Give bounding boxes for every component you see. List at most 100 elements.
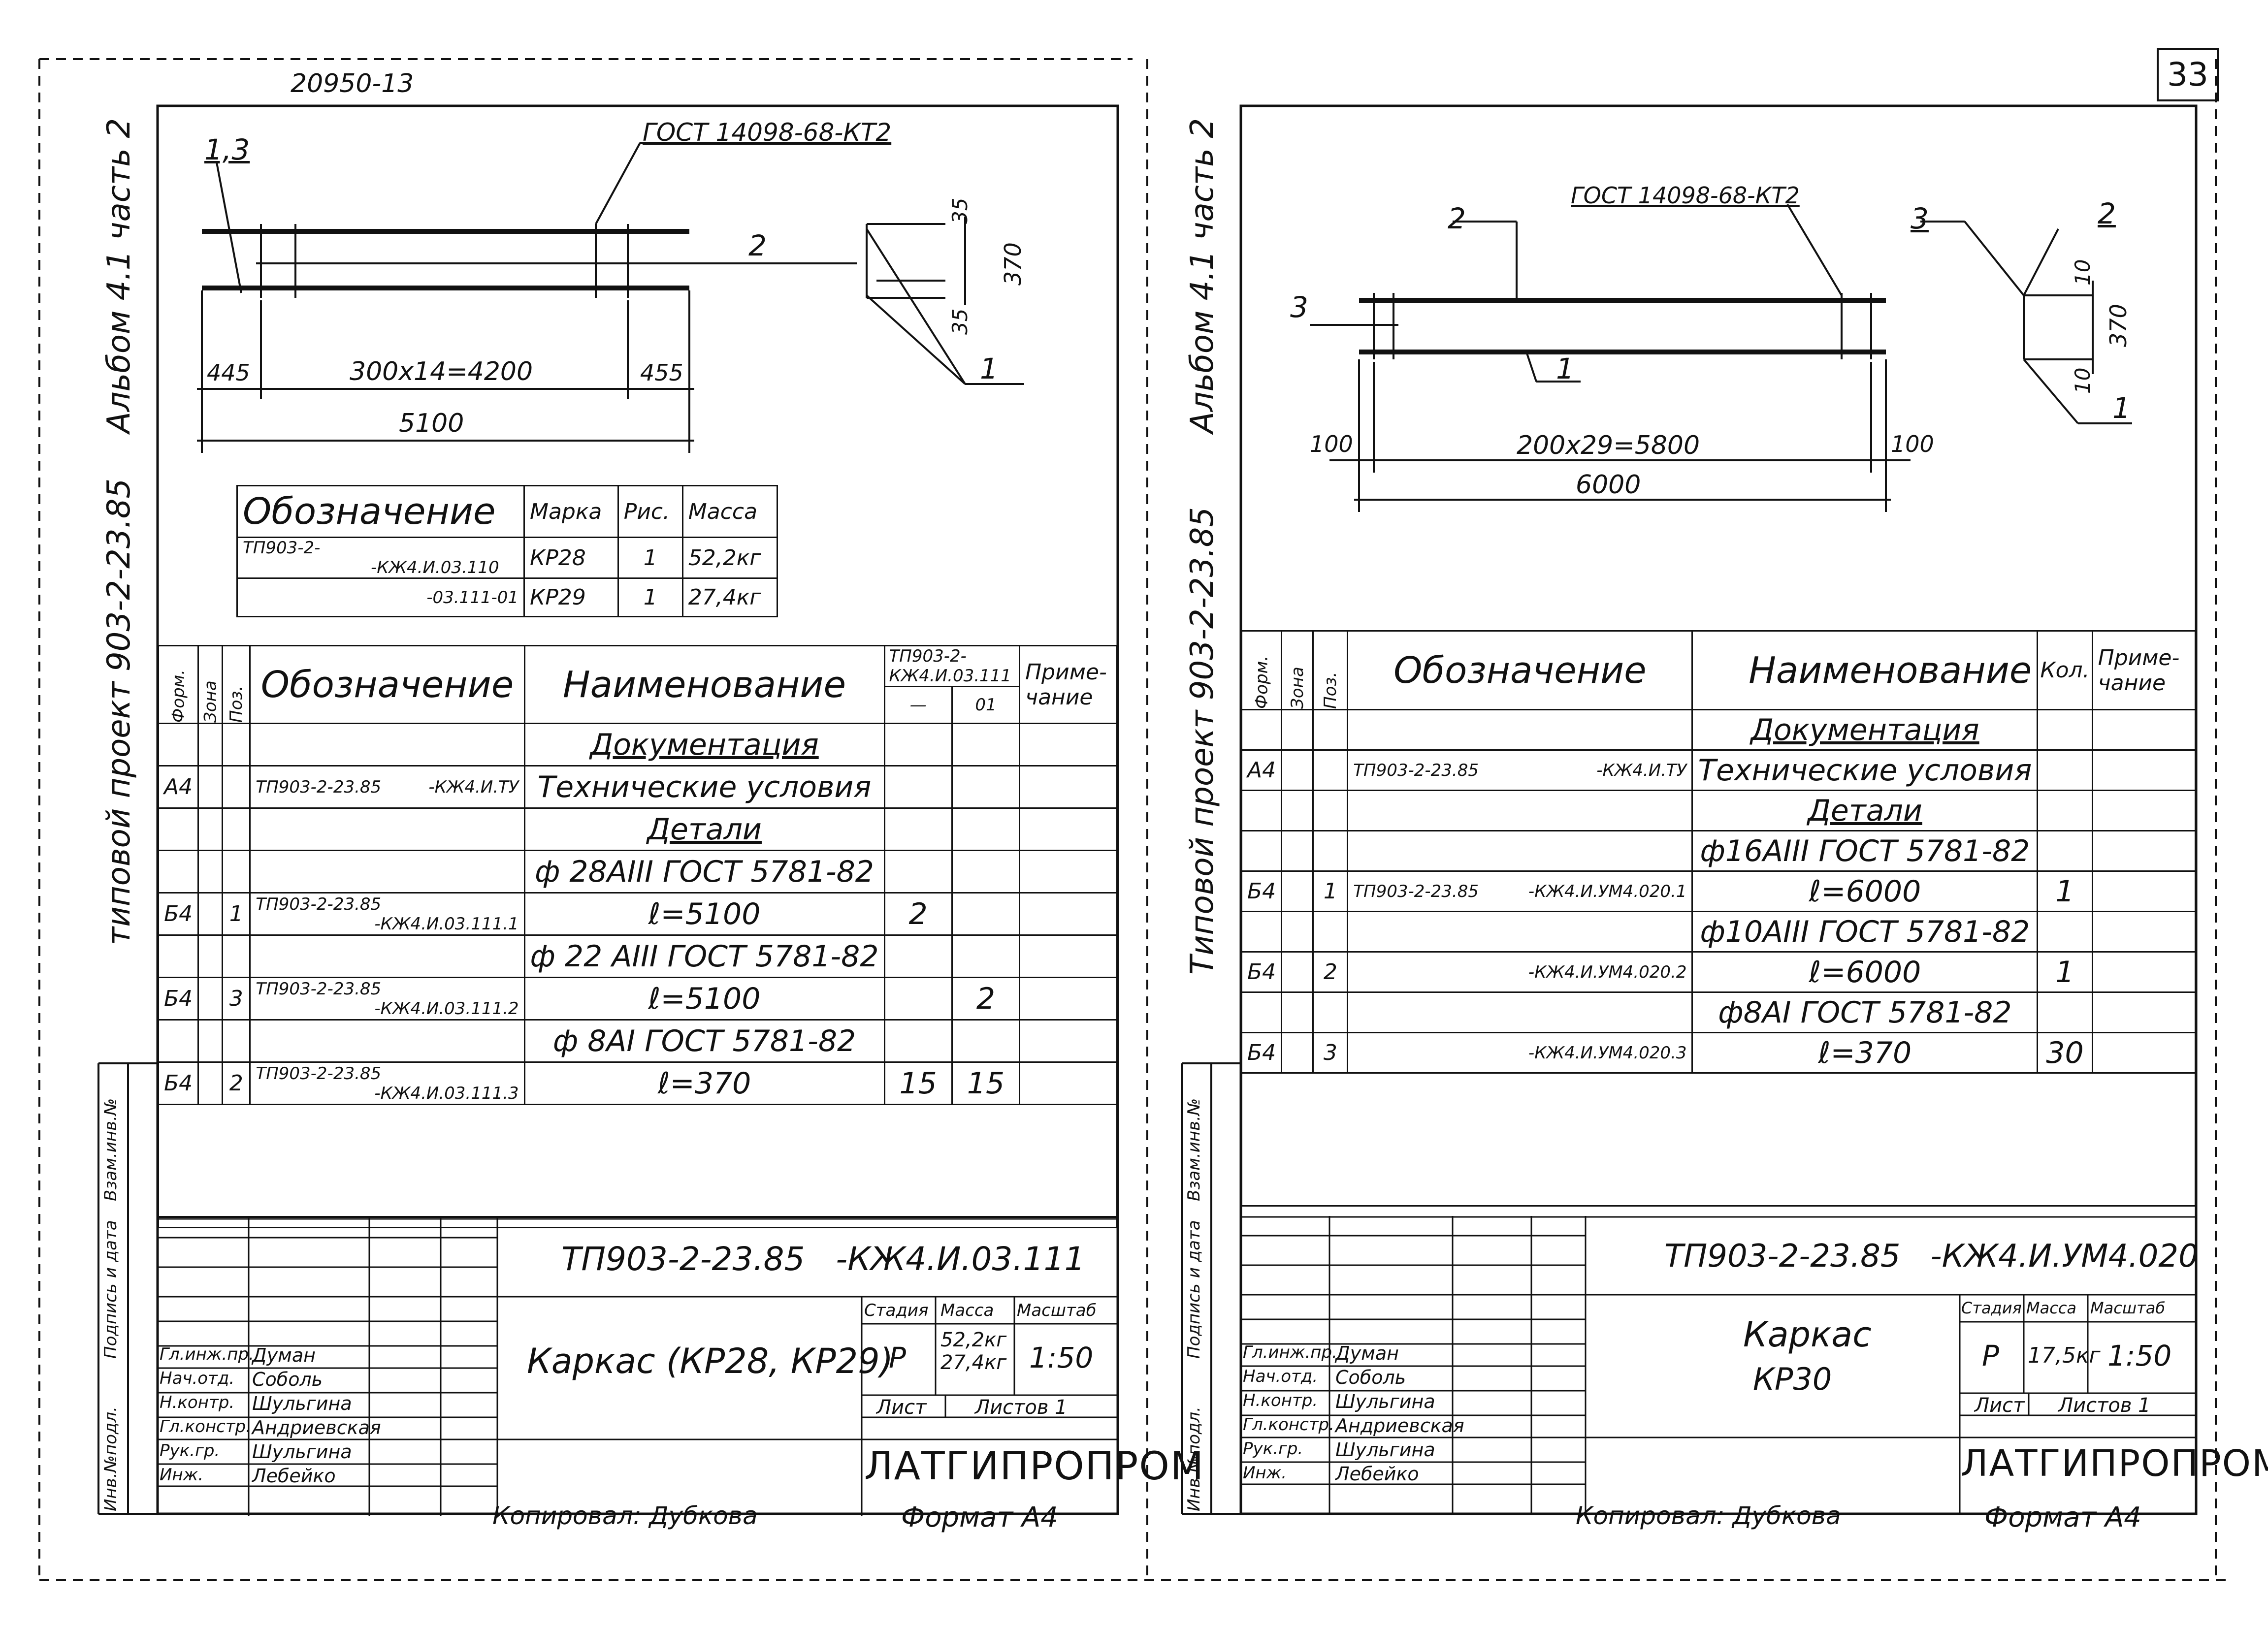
mark-row1-fig: 1 bbox=[617, 537, 683, 579]
right-role-2: Н.контр. bbox=[1243, 1391, 1318, 1410]
right-pos-2b: 2 bbox=[2098, 197, 2116, 230]
right-spec-pos bbox=[1312, 991, 1349, 1033]
right-spec-note bbox=[2091, 749, 2197, 791]
left-pos-13: 1,3 bbox=[204, 133, 250, 166]
right-spec-qty: 30 bbox=[2037, 1032, 2093, 1074]
right-spec-note bbox=[2091, 709, 2197, 751]
left-spec-qty-a bbox=[883, 850, 953, 894]
left-spec-des bbox=[249, 807, 525, 851]
left-spec-zone bbox=[197, 807, 224, 851]
right-role-5: Инж. bbox=[1243, 1463, 1287, 1483]
right-spec-pos: 1 bbox=[1312, 870, 1349, 912]
right-title-1: Каркас bbox=[1743, 1314, 1872, 1355]
left-spec-zone bbox=[197, 977, 224, 1021]
right-pos-3a: 3 bbox=[1290, 290, 1308, 324]
right-spec-des-prefix: ТП903-2-23.85 bbox=[1353, 881, 1479, 901]
right-role-0: Гл.инж.пр. bbox=[1243, 1342, 1337, 1362]
left-spec-qty-a: 15 bbox=[883, 1061, 953, 1105]
left-spec-des-prefix: ТП903-2-23.85 bbox=[256, 979, 382, 999]
left-spec-qty-b bbox=[951, 765, 1021, 809]
left-spec-pos: 2 bbox=[222, 1061, 251, 1105]
right-title-2: КР30 bbox=[1753, 1361, 1832, 1397]
right-sheet-h: Лист bbox=[1975, 1394, 2025, 1417]
right-spec-name: ℓ=6000 bbox=[1691, 870, 2039, 912]
right-pos-2a: 2 bbox=[1448, 202, 1466, 235]
left-spec-format: Б4 bbox=[157, 977, 199, 1021]
table-row: Документация bbox=[157, 723, 1118, 766]
right-h-note: Приме-чание bbox=[2091, 630, 2197, 710]
left-doc-code: ТП903-2-23.85 -КЖ4.И.03.111 bbox=[561, 1240, 1085, 1278]
right-pos-1a: 1 bbox=[1556, 352, 1574, 385]
table-row: ТП903-2--КЖ4.И.03.110 КР28 1 52,2кг bbox=[236, 537, 778, 579]
right-spec-note bbox=[2091, 1032, 2197, 1074]
left-spec-name: ℓ=370 bbox=[523, 1061, 885, 1105]
right-spec-des bbox=[1347, 830, 1693, 872]
right-spec-zone bbox=[1281, 951, 1314, 993]
right-spec-zone bbox=[1281, 709, 1314, 751]
right-spec-qty bbox=[2037, 749, 2093, 791]
left-spec-pos bbox=[222, 807, 251, 851]
right-spec-des bbox=[1347, 911, 1693, 953]
right-spec-pos bbox=[1312, 749, 1349, 791]
mark-row2-des: -03.111-01 bbox=[236, 577, 525, 617]
left-spec-format bbox=[157, 850, 199, 894]
left-name-2: Шульгина bbox=[252, 1393, 352, 1414]
left-spec-des-prefix: ТП903-2-23.85 bbox=[256, 894, 382, 914]
right-role-3: Гл.констр. bbox=[1243, 1415, 1334, 1435]
right-org-logo: ЛАТГИПРОПРОМ bbox=[1961, 1442, 2268, 1485]
right-spec-qty bbox=[2037, 790, 2093, 831]
left-spec-name: ℓ=5100 bbox=[523, 892, 885, 936]
right-spec-pos bbox=[1312, 830, 1349, 872]
left-spec-des-suffix: -КЖ4.И.03.111.2 bbox=[374, 998, 519, 1019]
left-stamp-inv: Инв.№подл. bbox=[101, 1406, 121, 1511]
left-role-1: Нач.отд. bbox=[160, 1369, 235, 1388]
right-spec-des: ТП903-2-23.85-КЖ4.И.ТУ bbox=[1347, 749, 1693, 791]
right-name-0: Думан bbox=[1335, 1342, 1399, 1364]
right-name-3: Андриевская bbox=[1335, 1415, 1464, 1436]
right-stage-h: Стадия bbox=[1961, 1299, 2022, 1317]
table-row: ф10АIII ГОСТ 5781-82 bbox=[1240, 911, 2197, 953]
left-spec-name: Детали bbox=[523, 807, 885, 851]
table-row: ф8АI ГОСТ 5781-82 bbox=[1240, 991, 2197, 1033]
left-spec-format: Б4 bbox=[157, 892, 199, 936]
right-spec-qty bbox=[2037, 991, 2093, 1033]
right-spec-name: Технические условия bbox=[1691, 749, 2039, 791]
table-row: ф16АIII ГОСТ 5781-82 bbox=[1240, 830, 2197, 872]
page-number: 33 bbox=[2167, 56, 2208, 94]
left-format: Формат А4 bbox=[901, 1501, 1058, 1533]
table-row-empty bbox=[158, 1104, 1118, 1228]
right-scale-h: Масштаб bbox=[2090, 1299, 2166, 1317]
left-project-label: типовой проект 903-2-23.85 bbox=[101, 478, 137, 945]
page-number-box: 33 bbox=[2157, 48, 2219, 101]
top-code: 20950-13 bbox=[291, 69, 414, 98]
left-h-v2: 01 bbox=[975, 695, 997, 715]
left-scale-h: Масштаб bbox=[1017, 1301, 1097, 1320]
right-spec-name: ℓ=6000 bbox=[1691, 951, 2039, 993]
right-name-4: Шульгина bbox=[1335, 1439, 1435, 1461]
table-row: ф 8АI ГОСТ 5781-82 bbox=[157, 1019, 1118, 1063]
right-spec-zone bbox=[1281, 911, 1314, 953]
left-spec-des-prefix: ТП903-2-23.85 bbox=[256, 1063, 382, 1084]
right-spec-note bbox=[2091, 991, 2197, 1033]
left-h-v1: — bbox=[886, 687, 953, 722]
right-project-label: Типовой проект 903-2-23.85 bbox=[1184, 507, 1221, 975]
table-row: ф 28АIII ГОСТ 5781-82 bbox=[157, 850, 1118, 894]
left-spec-des-suffix: -КЖ4.И.03.111.3 bbox=[374, 1083, 519, 1103]
left-spec-pos bbox=[222, 723, 251, 766]
left-spec-name: Документация bbox=[523, 723, 885, 766]
table-row: -03.111-01 КР29 1 27,4кг bbox=[236, 577, 778, 617]
left-role-5: Инж. bbox=[160, 1465, 204, 1485]
table-row: Детали bbox=[157, 807, 1118, 851]
left-spec-note bbox=[1019, 892, 1118, 936]
right-pos-3b: 3 bbox=[1911, 202, 1929, 235]
left-role-4: Рук.гр. bbox=[160, 1441, 220, 1461]
right-spec-name: ф16АIII ГОСТ 5781-82 bbox=[1691, 830, 2039, 872]
right-spec-pos: 2 bbox=[1312, 951, 1349, 993]
mark-row1-des1: ТП903-2- bbox=[243, 538, 321, 558]
left-spec-note bbox=[1019, 765, 1118, 809]
right-spec-qty: 1 bbox=[2037, 951, 2093, 993]
left-spec-format bbox=[157, 807, 199, 851]
right-spec-des: -КЖ4.И.УМ4.020.2 bbox=[1347, 951, 1693, 993]
